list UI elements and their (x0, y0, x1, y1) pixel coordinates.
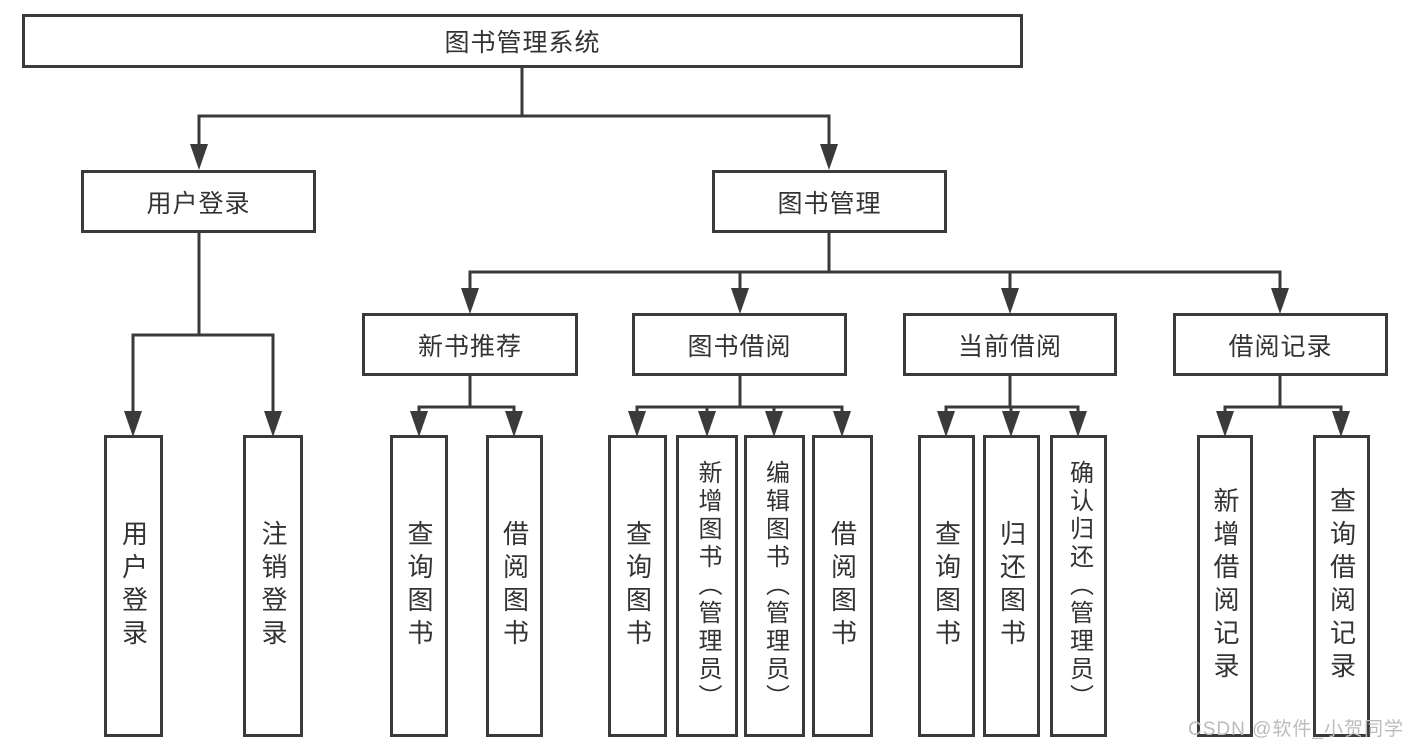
leaf-query-borrow-record: 查询借阅记录 (1313, 435, 1370, 737)
leaf-user-login: 用户登录 (104, 435, 163, 737)
leaf-query-books-recommend: 查询图书 (390, 435, 448, 737)
leaf-query-books-borrow-label: 查询图书 (622, 520, 653, 652)
leaf-borrow-books-recommend-label: 借阅图书 (499, 520, 530, 652)
leaf-add-borrow-record: 新增借阅记录 (1197, 435, 1253, 737)
leaf-edit-book-admin-label: 编辑图书（管理员） (761, 460, 789, 712)
leaf-add-book-admin-label: 新增图书（管理员） (694, 460, 721, 712)
leaf-edit-book-admin: 编辑图书（管理员） (744, 435, 805, 737)
leaf-confirm-return-admin-label: 确认归还（管理员） (1065, 460, 1093, 712)
leaf-borrow-books-label: 借阅图书 (827, 520, 858, 652)
node-user-login: 用户登录 (81, 170, 316, 233)
leaf-query-books-current: 查询图书 (918, 435, 975, 737)
leaf-borrow-books-recommend: 借阅图书 (486, 435, 543, 737)
leaf-query-borrow-record-label: 查询借阅记录 (1326, 487, 1357, 685)
node-current-borrow: 当前借阅 (903, 313, 1117, 376)
node-book-borrow-label: 图书借阅 (687, 332, 792, 361)
node-book-management-label: 图书管理 (777, 189, 882, 218)
leaf-add-book-admin: 新增图书（管理员） (676, 435, 738, 737)
leaf-add-borrow-record-label: 新增借阅记录 (1210, 487, 1240, 685)
leaf-return-books: 归还图书 (983, 435, 1040, 737)
connector-user-login-to-leaves (124, 233, 282, 437)
node-library-system-label: 图书管理系统 (444, 29, 601, 57)
leaf-query-books-recommend-label: 查询图书 (404, 520, 434, 652)
node-user-login-label: 用户登录 (146, 189, 251, 218)
connector-book-management-to-level3 (461, 233, 1289, 314)
connector-level3-to-leaves (410, 376, 1350, 437)
leaf-logout: 注销登录 (243, 435, 303, 737)
leaf-query-books-current-label: 查询图书 (931, 520, 962, 652)
connector-root-to-level2 (190, 68, 838, 170)
node-book-management: 图书管理 (712, 170, 947, 233)
leaf-confirm-return-admin: 确认归还（管理员） (1050, 435, 1107, 737)
node-new-book-recommend: 新书推荐 (362, 313, 578, 376)
leaf-query-books-borrow: 查询图书 (608, 435, 667, 737)
node-borrow-records-label: 借阅记录 (1228, 332, 1333, 361)
node-current-borrow-label: 当前借阅 (957, 332, 1062, 361)
leaf-return-books-label: 归还图书 (996, 520, 1027, 652)
node-borrow-records: 借阅记录 (1173, 313, 1388, 376)
node-new-book-recommend-label: 新书推荐 (417, 332, 522, 361)
leaf-user-login-label: 用户登录 (118, 520, 149, 652)
node-book-borrow: 图书借阅 (632, 313, 847, 376)
leaf-borrow-books: 借阅图书 (812, 435, 873, 737)
csdn-watermark: CSDN @软件_小贺同学 (1188, 719, 1404, 740)
node-library-system: 图书管理系统 (22, 14, 1023, 68)
leaf-logout-label: 注销登录 (258, 520, 288, 652)
